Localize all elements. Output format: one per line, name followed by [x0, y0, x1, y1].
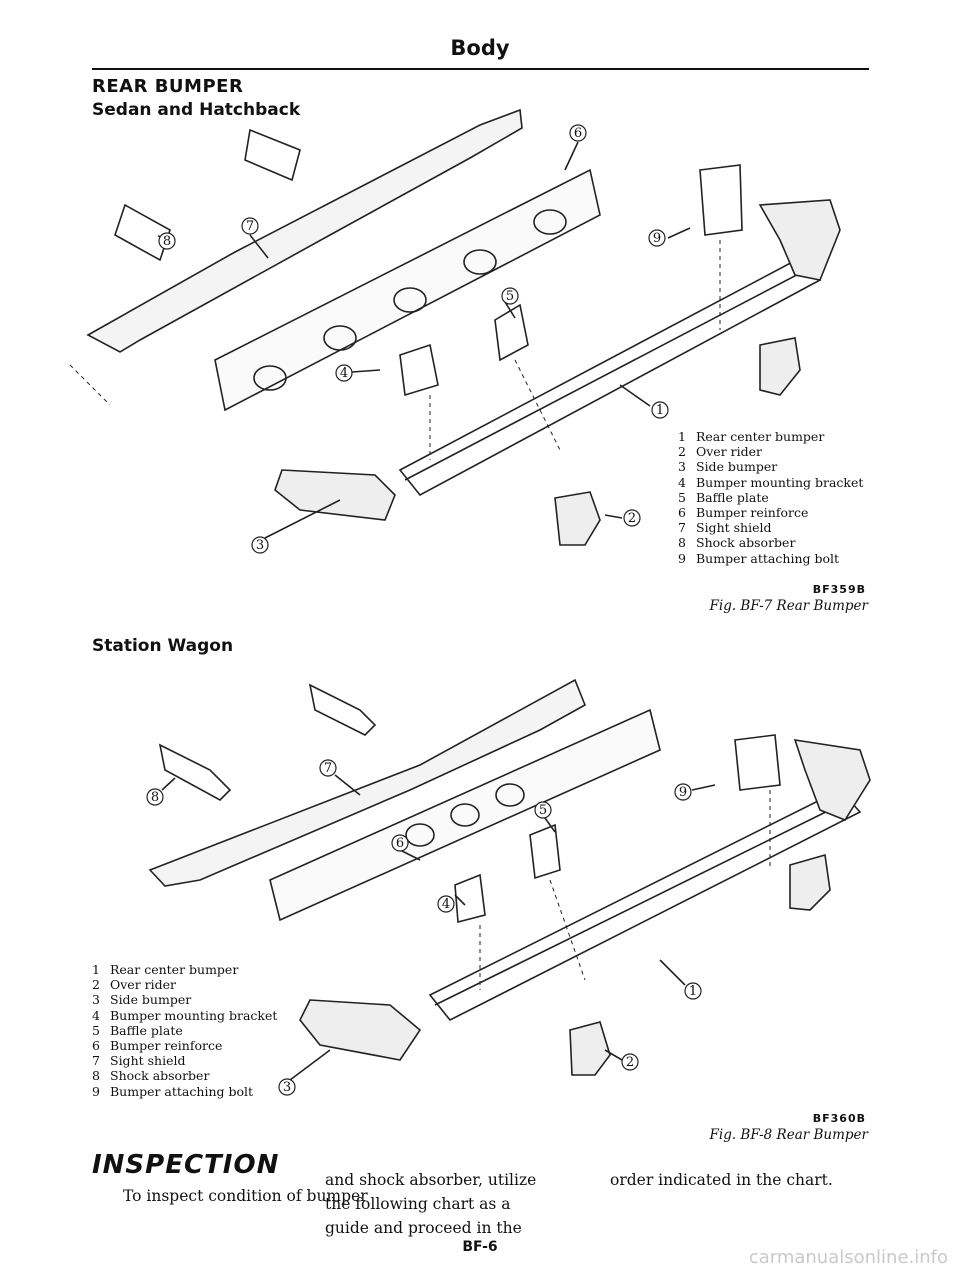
- wagon-bumper-diagram: 1 2 3 4 5 6 7 8 9: [146, 678, 871, 1096]
- subsection-title-station-wagon: Station Wagon: [92, 636, 234, 656]
- callout-5: 5: [506, 289, 514, 304]
- watermark: carmanualsonline.info: [748, 1247, 948, 1268]
- figure-code-bf359b: BF359B: [812, 583, 866, 596]
- body-text-column-2: and shock absorber, utilize the followin…: [325, 1171, 537, 1237]
- callout-7: 7: [324, 761, 332, 776]
- figure-code-bf360b: BF360B: [812, 1112, 866, 1125]
- callout-3: 3: [283, 1080, 291, 1095]
- callout-8: 8: [163, 234, 171, 249]
- sedan-bumper-diagram: 1 2 3 4 5 6 7 8 9: [69, 108, 841, 554]
- subsection-title-sedan: Sedan and Hatchback: [92, 100, 301, 120]
- callout-1: 1: [689, 984, 697, 999]
- callout-5: 5: [539, 803, 547, 818]
- callout-8: 8: [151, 790, 159, 805]
- figure-caption-bf-8: Fig. BF-8 Rear Bumper: [709, 1127, 868, 1143]
- callout-1: 1: [656, 403, 664, 418]
- callout-4: 4: [442, 897, 450, 912]
- body-text-column-3: order indicated in the chart.: [610, 1171, 833, 1189]
- callout-9: 9: [653, 231, 661, 246]
- callout-7: 7: [246, 219, 254, 234]
- callout-3: 3: [256, 538, 264, 553]
- section-title-rear-bumper: REAR BUMPER: [92, 76, 244, 97]
- header-rule: [92, 68, 869, 70]
- figure-caption-bf-7: Fig. BF-7 Rear Bumper: [709, 598, 868, 614]
- callout-6: 6: [574, 126, 582, 141]
- page-number: BF-6: [462, 1239, 498, 1255]
- callout-2: 2: [628, 511, 636, 526]
- callout-6: 6: [396, 836, 404, 851]
- callout-9: 9: [679, 785, 687, 800]
- callout-4: 4: [340, 366, 348, 381]
- body-text-column-1: To inspect condition of bumper: [123, 1187, 368, 1205]
- page-header-title: Body: [450, 36, 510, 60]
- section-title-inspection: INSPECTION: [92, 1150, 280, 1180]
- callout-2: 2: [626, 1055, 634, 1070]
